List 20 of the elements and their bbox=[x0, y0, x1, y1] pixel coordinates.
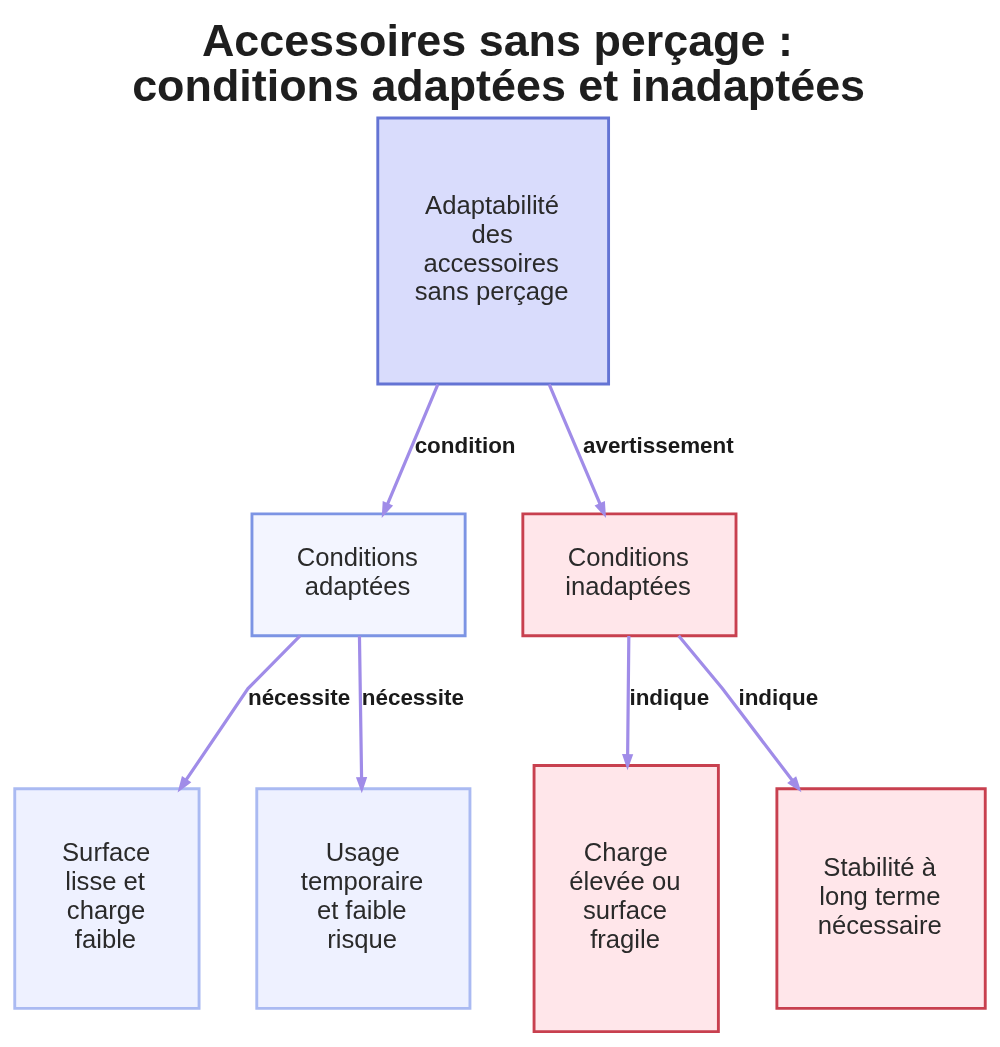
arrow bbox=[677, 634, 802, 793]
node-box: Adaptabilité des accessoires sans perçage bbox=[376, 116, 611, 386]
node-box: Usage temporaire et faible risque bbox=[255, 787, 472, 1010]
arrow bbox=[177, 634, 302, 793]
arrow bbox=[547, 383, 607, 519]
edge-label: indique bbox=[629, 684, 710, 710]
node-box: Conditions inadaptées bbox=[521, 512, 738, 638]
node-box: Surface lisse et charge faible bbox=[13, 787, 201, 1010]
node-box: Conditions adaptées bbox=[250, 512, 467, 638]
arrow bbox=[355, 635, 368, 794]
edge-label: condition bbox=[414, 433, 516, 459]
node-box: Stabilité à long terme nécessaire bbox=[775, 787, 987, 1010]
diagram-title: Accessoires sans perçage : conditions adaptées et inadaptées bbox=[132, 15, 866, 111]
edge-label: nécessite bbox=[247, 684, 351, 710]
edge-label: indique bbox=[738, 684, 819, 710]
arrow bbox=[622, 635, 634, 771]
edge-label: avertissement bbox=[582, 433, 734, 459]
arrow bbox=[381, 383, 440, 519]
node-box: Charge élevée ou surface fragile bbox=[532, 764, 720, 1034]
edge-label: nécessite bbox=[361, 684, 464, 710]
